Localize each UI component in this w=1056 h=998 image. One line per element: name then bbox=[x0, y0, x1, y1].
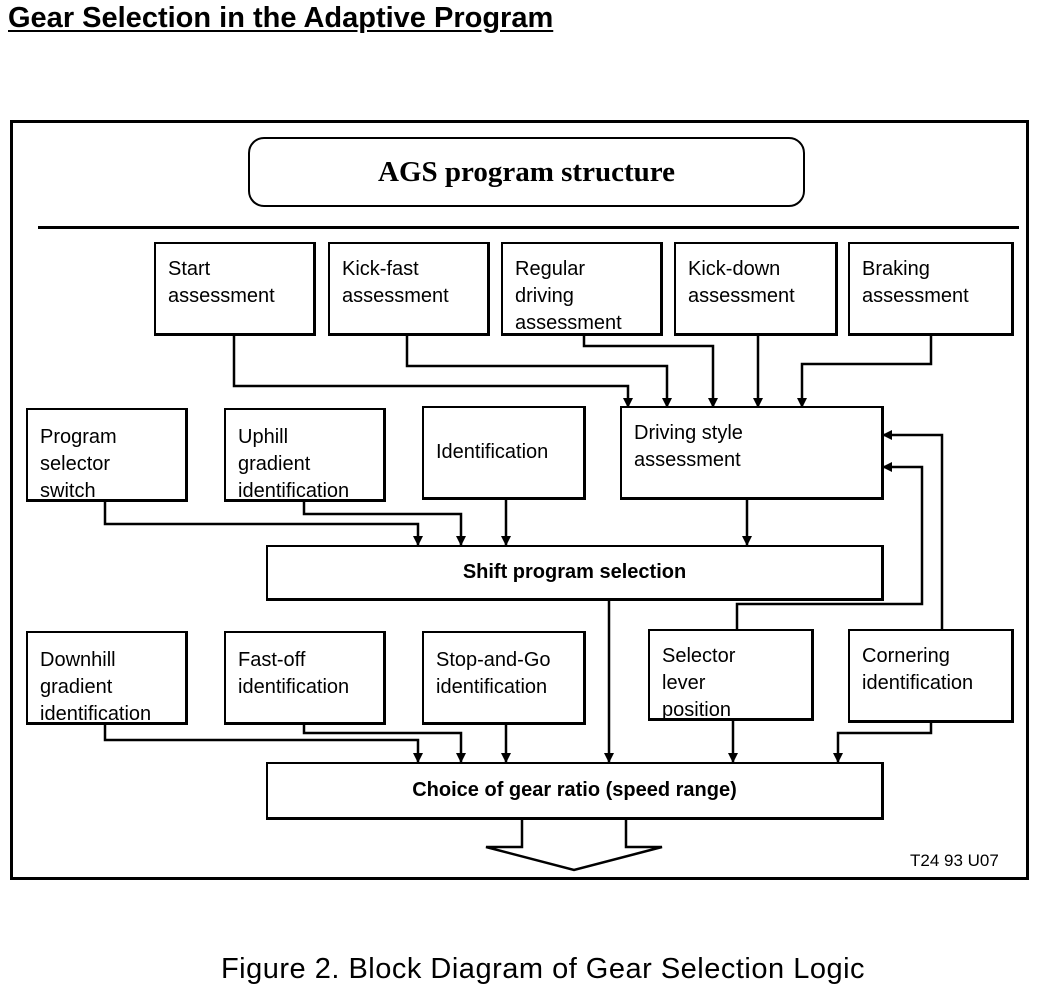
connector-cornering-to-gear bbox=[833, 721, 933, 763]
output-arrow bbox=[485, 816, 663, 872]
shift-program-selection-label: Shift program selection bbox=[462, 561, 687, 583]
stop-and-go-label: Stop-and-Go identification bbox=[436, 649, 551, 698]
fast-off-label: Fast-off identification bbox=[238, 649, 350, 698]
fast-off-box: Fast-off identification bbox=[224, 631, 386, 725]
cornering-label: Cornering identification bbox=[862, 645, 974, 694]
connector-regular-to-driving-style bbox=[582, 336, 718, 408]
shift-program-selection-box: Shift program selection bbox=[266, 545, 884, 601]
connector-downhill-to-gear bbox=[103, 723, 423, 763]
driving-style-box: Driving style assessment bbox=[620, 406, 884, 500]
driving-style-label: Driving style assessment bbox=[634, 422, 743, 471]
diagram-title: AGS program structure bbox=[248, 137, 805, 207]
stop-and-go-box: Stop-and-Go identification bbox=[422, 631, 586, 725]
connector-selector-feedback bbox=[735, 462, 924, 629]
connector-kickfast-to-driving-style bbox=[405, 336, 672, 408]
connector-cornering-feedback bbox=[882, 430, 944, 629]
connector-start-to-driving-style bbox=[232, 334, 633, 408]
diagram-frame bbox=[10, 120, 1029, 880]
downhill-gradient-label: Downhill gradient identification bbox=[40, 649, 152, 725]
connector-fastoff-to-gear bbox=[302, 723, 466, 763]
kick-down-assessment-box: Kick-down assessment bbox=[674, 242, 838, 336]
braking-assessment-label: Braking assessment bbox=[862, 258, 969, 307]
uphill-gradient-label: Uphill gradient identification bbox=[238, 426, 350, 502]
regular-driving-assessment-box: Regular driving assessment bbox=[501, 242, 663, 336]
cornering-box: Cornering identification bbox=[848, 629, 1014, 723]
divider-rule bbox=[38, 226, 1019, 229]
identification-box: Identification bbox=[422, 406, 586, 500]
downhill-gradient-box: Downhill gradient identification bbox=[26, 631, 188, 725]
kick-fast-assessment-label: Kick-fast assessment bbox=[342, 258, 449, 307]
page-title: Gear Selection in the Adaptive Program bbox=[8, 2, 554, 34]
program-selector-label: Program selector switch bbox=[40, 426, 117, 502]
braking-assessment-box: Braking assessment bbox=[848, 242, 1014, 336]
selector-lever-box: Selector lever position bbox=[648, 629, 814, 721]
identification-label: Identification bbox=[436, 441, 549, 463]
uphill-gradient-box: Uphill gradient identification bbox=[224, 408, 386, 502]
kick-down-assessment-label: Kick-down assessment bbox=[688, 258, 795, 307]
gear-ratio-choice-label: Choice of gear ratio (speed range) bbox=[412, 779, 737, 801]
figure-caption: Figure 2. Block Diagram of Gear Selectio… bbox=[220, 953, 866, 985]
regular-driving-assessment-label: Regular driving assessment bbox=[515, 258, 622, 334]
program-selector-box: Program selector switch bbox=[26, 408, 188, 502]
selector-lever-label: Selector lever position bbox=[662, 645, 736, 721]
gear-ratio-choice-box: Choice of gear ratio (speed range) bbox=[266, 762, 884, 820]
kick-fast-assessment-box: Kick-fast assessment bbox=[328, 242, 490, 336]
connector-program-selector-to-shift bbox=[103, 502, 423, 546]
connector-uphill-to-shift bbox=[302, 502, 466, 546]
connector-braking-to-driving-style bbox=[797, 334, 933, 408]
figure-code: T24 93 U07 bbox=[910, 851, 999, 870]
start-assessment-label: Start assessment bbox=[168, 258, 275, 307]
start-assessment-box: Start assessment bbox=[154, 242, 316, 336]
